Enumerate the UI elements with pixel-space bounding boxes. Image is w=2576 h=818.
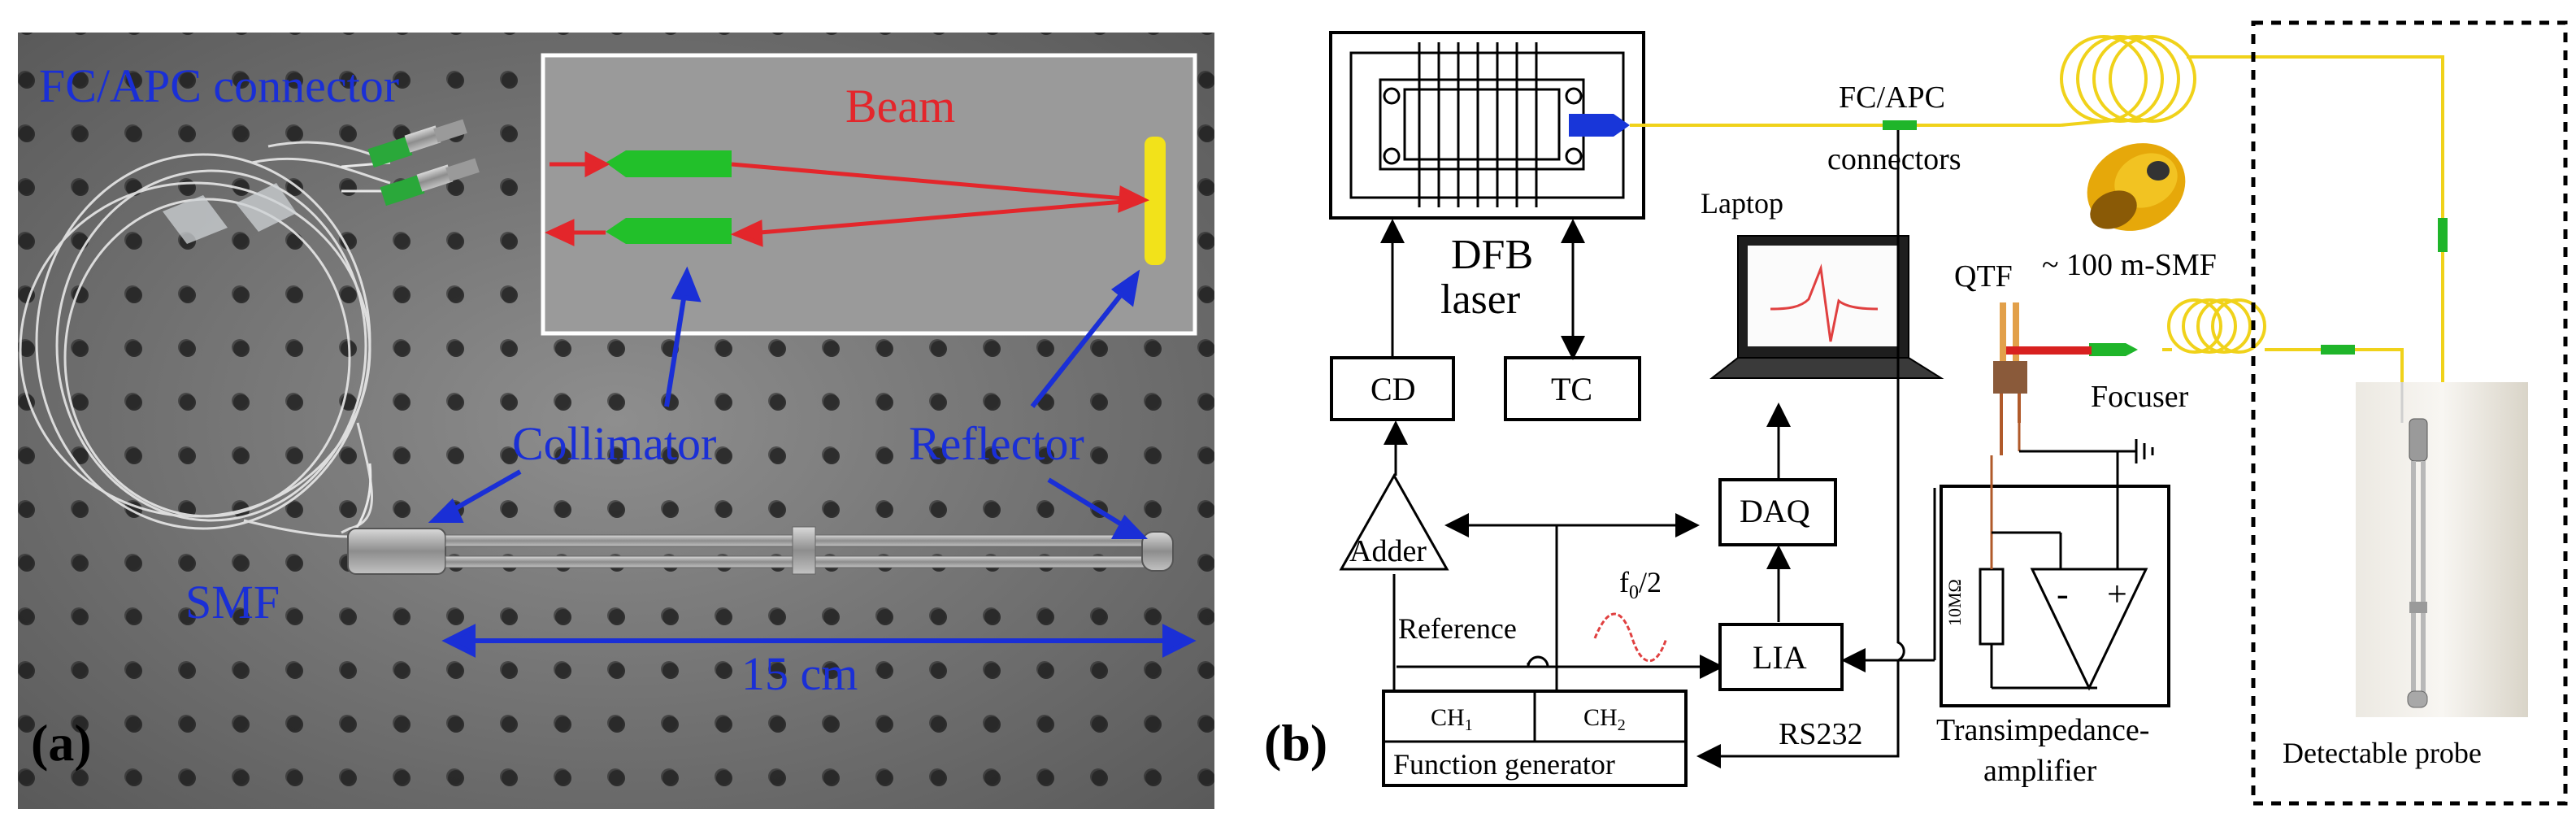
- adder-label: Adder: [1349, 534, 1427, 568]
- detectable-probe-frame: [2251, 20, 2568, 806]
- fc-apc-connectors-photo: [341, 119, 480, 207]
- fc-apc-label: FC/APC: [1839, 80, 1945, 115]
- resistor-label: 10MΩ: [1944, 579, 1965, 626]
- panel-a: Beam FC/APC connector Collimator Reflect…: [18, 33, 1214, 809]
- probe-photo: [2356, 382, 2528, 717]
- collimator-upper: [606, 150, 732, 177]
- smf-label: SMF: [185, 576, 280, 629]
- dfb-label-line2: laser: [1440, 276, 1520, 323]
- dfb-laser: [1329, 31, 1645, 220]
- adder-triangle: [1339, 472, 1449, 571]
- beam-lines: [545, 150, 1150, 247]
- function-generator: [1382, 690, 1688, 787]
- fiber-connectors: [1883, 120, 2448, 356]
- annotation-arrows: [428, 266, 1197, 658]
- f0-label: f0/2: [1619, 566, 1662, 603]
- laptop-label: Laptop: [1701, 187, 1783, 220]
- fiber-spool: [2087, 143, 2186, 231]
- dfb-label-line1: DFB: [1451, 232, 1533, 278]
- metal-probe-photo: [347, 526, 1174, 575]
- lia-label: LIA: [1753, 639, 1807, 676]
- ch2-label: CH2: [1583, 704, 1626, 734]
- signal-connections: [1380, 130, 1936, 768]
- optical-fibers: [1630, 35, 2444, 382]
- daq-label: DAQ: [1740, 493, 1810, 529]
- f0-half-waveform: [1593, 612, 1668, 663]
- cd-label: CD: [1371, 371, 1416, 407]
- tc-label: TC: [1551, 371, 1592, 407]
- ch1-label: CH1: [1431, 704, 1473, 734]
- collimator-lower: [606, 218, 732, 244]
- reference-label: Reference: [1398, 612, 1517, 645]
- opamp-plus: +: [2107, 574, 2127, 614]
- length-label: 15 cm: [741, 647, 858, 700]
- daq-box: [1718, 478, 1837, 546]
- beam-label: Beam: [845, 80, 955, 133]
- panel-a-label: (a): [31, 714, 92, 772]
- laptop: [1709, 235, 1944, 379]
- reflector-label: Reflector: [909, 417, 1084, 470]
- rs232-label: RS232: [1779, 717, 1862, 751]
- plastic-tape: [163, 183, 297, 244]
- transimpedance-label-2: amplifier: [1983, 754, 2097, 788]
- reflector-mirror: [1145, 137, 1166, 265]
- fiber-coil: [19, 141, 391, 538]
- opamp-minus: -: [2057, 574, 2069, 614]
- transimpedance-amplifier: [1940, 423, 2170, 707]
- qtf-label: QTF: [1954, 259, 2013, 294]
- detectable-probe-label: Detectable probe: [2283, 737, 2482, 769]
- lia-box: [1718, 623, 1844, 691]
- panel-b-label: (b): [1264, 714, 1327, 772]
- connectors-label: connectors: [1827, 142, 1961, 176]
- smf-100m-label: ~ 100 m-SMF: [2042, 248, 2217, 282]
- qtf-device: [1993, 302, 2092, 455]
- beam-schematic-inset: Beam: [541, 53, 1197, 336]
- focuser-label: Focuser: [2091, 380, 2189, 414]
- function-generator-label: Function generator: [1393, 748, 1615, 781]
- transimpedance-label-1: Transimpedance-: [1936, 713, 2149, 747]
- collimator-label: Collimator: [512, 417, 716, 470]
- fc-apc-connector-label: FC/APC connector: [39, 59, 399, 112]
- panel-b: DFB laser FC/APC connectors ~ 100 m-S: [1264, 20, 2568, 806]
